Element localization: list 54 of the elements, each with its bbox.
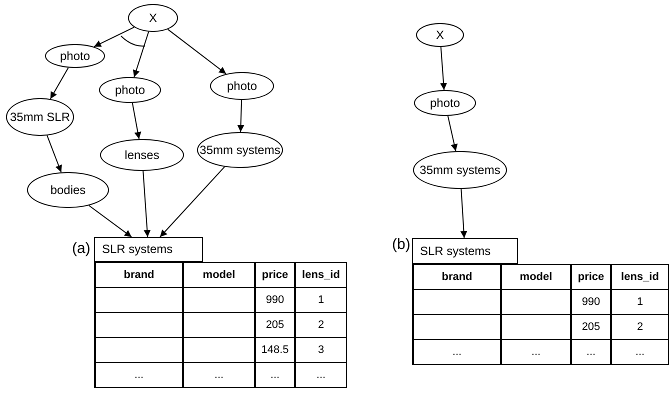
column-header: model <box>183 262 255 288</box>
table-cell: 148.5 <box>255 338 295 362</box>
panel-label: (a) <box>72 240 90 257</box>
column-header: lens_id <box>611 264 668 290</box>
arrow <box>447 115 458 152</box>
arrow <box>167 28 227 74</box>
column-header: model <box>501 264 571 290</box>
concept-ellipse: photo <box>45 44 105 68</box>
table-cell: 1 <box>295 288 346 312</box>
table-cell: 3 <box>295 338 346 362</box>
table-cell: ... <box>255 362 295 388</box>
panel-label: (b) <box>392 236 410 253</box>
concept-ellipse: 35mm systems <box>197 132 283 168</box>
concept-ellipse: lenses <box>100 139 184 171</box>
concept-ellipse: 35mm systems <box>413 151 507 189</box>
table-name-tab: SLR systems <box>94 237 203 262</box>
concept-ellipse: X <box>128 4 178 32</box>
table-name-tab: SLR systems <box>412 238 518 264</box>
table-cell: 990 <box>255 288 295 312</box>
arrow <box>160 166 226 238</box>
table-cell: 205 <box>571 314 611 340</box>
column-header: brand <box>95 262 183 288</box>
table-cell: ... <box>611 340 668 364</box>
column-header: lens_id <box>295 262 346 288</box>
table-cell: 990 <box>571 290 611 314</box>
column-header: price <box>571 264 611 290</box>
arrow <box>237 100 244 132</box>
concept-ellipse: photo <box>210 72 274 100</box>
arrow <box>460 188 468 238</box>
table-cell: 2 <box>611 314 668 340</box>
concept-ellipse: bodies <box>27 172 109 208</box>
table-cell: ... <box>413 340 501 364</box>
concept-ellipse: photo <box>99 77 161 103</box>
column-header: brand <box>413 264 501 290</box>
arrow <box>94 26 135 48</box>
arrow <box>440 46 448 90</box>
arrow <box>88 204 132 238</box>
arrow <box>50 67 69 100</box>
table-cell: ... <box>501 340 571 364</box>
column-header: price <box>255 262 295 288</box>
table-cell: ... <box>183 362 255 388</box>
concept-ellipse: X <box>416 23 464 47</box>
table-cell: ... <box>295 362 346 388</box>
table-cell: 1 <box>611 290 668 314</box>
arrow <box>132 31 150 78</box>
table-cell: 205 <box>255 312 295 338</box>
concept-ellipse: 35mm SLR <box>6 98 74 136</box>
table-cell: 2 <box>295 312 346 338</box>
arrow <box>142 170 151 238</box>
table-cell: ... <box>571 340 611 364</box>
concept-ellipse: photo <box>414 90 476 116</box>
arrow <box>132 102 142 140</box>
table-cell: ... <box>95 362 183 388</box>
arrow <box>46 135 62 173</box>
